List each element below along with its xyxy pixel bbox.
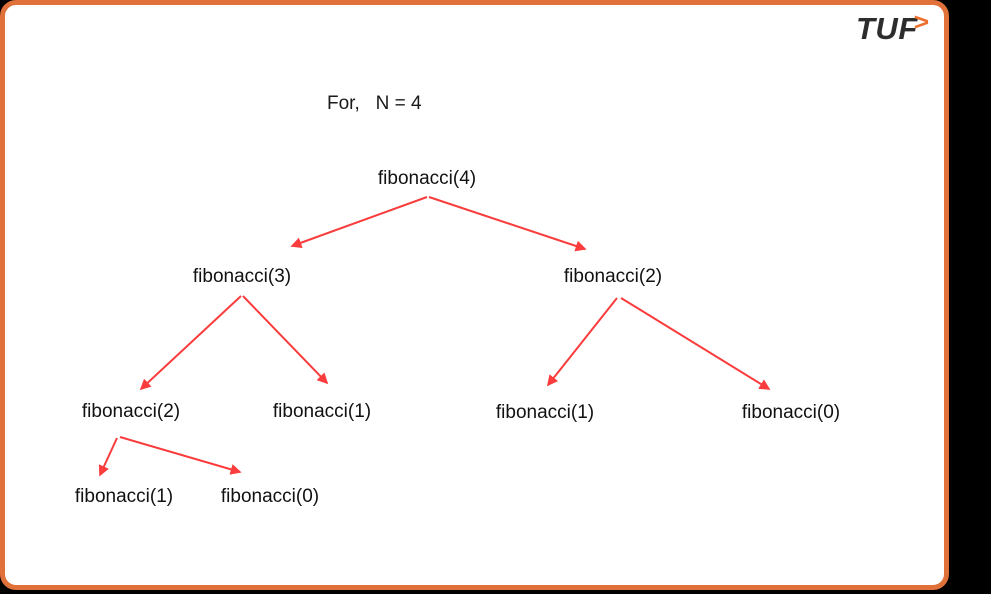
tree-node-root: fibonacci(4) xyxy=(377,168,477,189)
tree-node-level3-4: fibonacci(0) xyxy=(741,402,841,423)
tuf-logo: TUF > xyxy=(856,9,930,46)
tree-node-level3-3: fibonacci(1) xyxy=(495,402,595,423)
diagram-card xyxy=(0,0,949,590)
tree-node-level3-2: fibonacci(1) xyxy=(272,401,372,422)
tree-node-level4-2: fibonacci(0) xyxy=(220,486,320,507)
tuf-logo-chevron-icon: > xyxy=(913,9,930,36)
tree-node-level2-right: fibonacci(2) xyxy=(563,266,663,287)
heading-n-equals-4: For, N = 4 xyxy=(327,93,422,114)
tree-node-level2-left: fibonacci(3) xyxy=(192,266,292,287)
tree-node-level3-1: fibonacci(2) xyxy=(81,401,181,422)
tree-node-level4-1: fibonacci(1) xyxy=(74,486,174,507)
tuf-logo-text: TUF xyxy=(856,11,918,46)
